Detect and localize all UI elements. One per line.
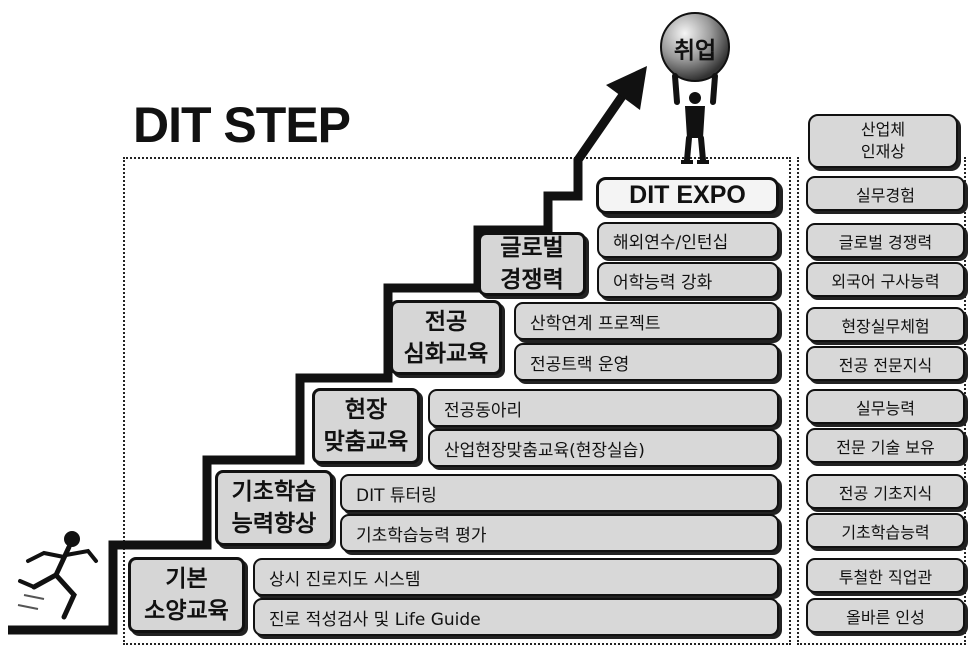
item-aptitude-test: 진로 적성검사 및 Life Guide [253,598,779,636]
talent-item: 실무능력 [806,389,965,424]
item-career-guidance: 상시 진로지도 시스템 [253,558,779,596]
item-industry-project: 산학연계 프로젝트 [514,302,779,340]
talent-item: 올바른 인성 [806,598,965,633]
talent-header: 산업체 인재상 [808,114,958,168]
talent-item: 전문 기술 보유 [806,428,965,463]
item-field-practice: 산업현장맞춤교육(현장실습) [428,429,779,467]
talent-frame [797,157,966,645]
step-label-basic-culture: 기본 소양교육 [128,557,245,633]
person-holding-globe-icon [660,12,730,164]
talent-item: 실무경험 [806,176,965,211]
item-major-track: 전공트랙 운영 [514,343,779,381]
step-label-basic-learning: 기초학습 능력향상 [215,470,333,546]
step-label-field: 현장 맞춤교육 [312,388,420,464]
talent-item: 투철한 직업관 [806,558,965,593]
item-major-club: 전공동아리 [428,389,779,427]
staircase-line [8,89,629,635]
program-frame [123,157,791,645]
item-tutoring: DIT 튜터링 [340,474,779,512]
item-overseas-internship: 해외연수/인턴십 [597,222,779,258]
talent-item: 전공 기초지식 [806,474,965,509]
talent-item: 글로벌 경쟁력 [806,223,965,258]
page-title: DIT STEP [133,97,351,153]
item-language-skills: 어학능력 강화 [597,262,779,298]
step-label-global: 글로벌 경쟁력 [478,232,586,296]
step-label-advanced: 전공 심화교육 [390,300,502,375]
runner-icon [17,531,98,620]
talent-item: 전공 전문지식 [806,346,965,381]
upward-arrow-icon [606,66,647,110]
dit-expo-box: DIT EXPO [596,177,779,214]
item-learning-evaluation: 기초학습능력 평가 [340,514,779,552]
talent-item: 현장실무체험 [806,307,965,342]
goal-label: 취업 [673,38,717,64]
talent-item: 기초학습능력 [806,513,965,548]
talent-item: 외국어 구사능력 [806,262,965,297]
